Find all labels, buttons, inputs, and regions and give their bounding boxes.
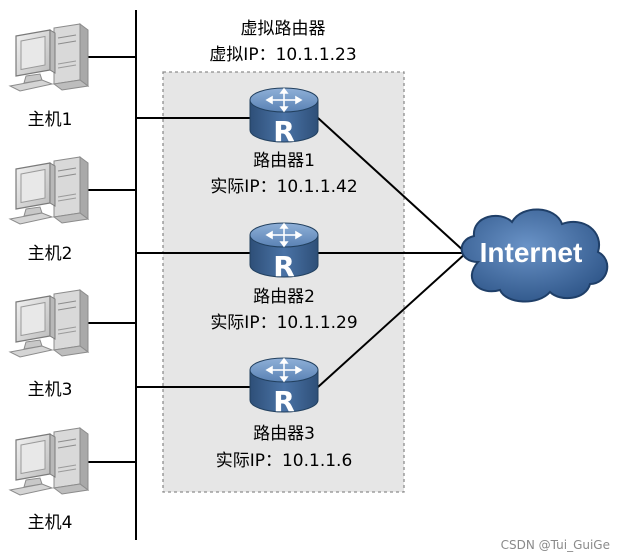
host2-label: 主机2 (27, 244, 73, 264)
host3-label: 主机3 (27, 380, 73, 400)
watermark-text: CSDN @Tui_GuiGe (500, 538, 610, 552)
group-title: 虚拟路由器 (240, 19, 326, 39)
host4-computer-icon (9, 427, 89, 496)
host1-computer-icon (9, 23, 89, 92)
router3-ip: 实际IP：10.1.1.6 (215, 451, 353, 471)
host4-label: 主机4 (27, 513, 73, 533)
internet-cloud-icon (460, 208, 609, 303)
group-virtual-ip: 虚拟IP：10.1.1.23 (209, 45, 357, 65)
host3-computer-icon (9, 289, 89, 358)
router2-icon-letter: R (273, 250, 295, 283)
host1-label: 主机1 (27, 110, 73, 130)
internet-label: Internet (480, 237, 583, 268)
router3-internet-link (317, 252, 467, 388)
host2-computer-icon (9, 156, 89, 225)
router1-icon-letter: R (273, 115, 295, 148)
router2-name: 路由器2 (253, 287, 315, 307)
router3-icon-letter: R (273, 385, 295, 418)
router1-name: 路由器1 (253, 151, 315, 171)
router2-ip: 实际IP：10.1.1.29 (210, 313, 358, 333)
router3-name: 路由器3 (253, 424, 315, 444)
router1-internet-link (317, 117, 467, 254)
router1-ip: 实际IP：10.1.1.42 (210, 177, 358, 197)
